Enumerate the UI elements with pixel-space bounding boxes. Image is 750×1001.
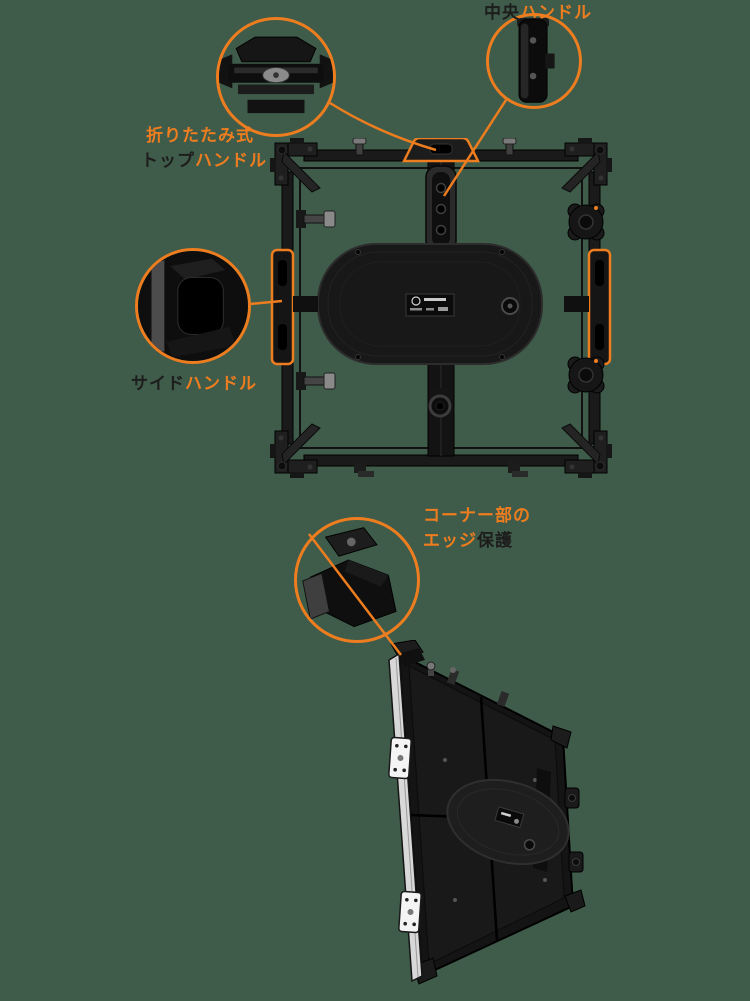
corner-bracket (561, 423, 612, 478)
callout-corner-edge (294, 517, 420, 643)
label-corner-edge-line2-dark: 保護 (477, 531, 513, 551)
label-corner-edge-line1: コーナー部の (423, 504, 531, 529)
label-side-handle-dark: サイド (131, 374, 185, 394)
locking-pin (296, 372, 336, 390)
label-side-handle: サイドハンドル (131, 372, 257, 397)
corner-edge-closeup (302, 527, 397, 628)
edge-plate (398, 890, 422, 934)
corner-bracket (270, 423, 321, 478)
rear-panel-illustration (270, 138, 612, 478)
label-corner-edge-line2-accent: エッジ (423, 531, 477, 551)
corner-bracket (561, 138, 612, 193)
label-center-handle-dark: 中央 (484, 3, 520, 23)
front-edge-strip (388, 652, 423, 983)
rotary-lock (567, 356, 605, 394)
label-top-handle-line2-accent: ハンドル (195, 151, 267, 171)
label-top-handle-line1-accent: 折りたたみ式 (146, 126, 254, 146)
callout-side-handle (135, 248, 251, 364)
side-rail-right (564, 248, 612, 366)
electronics-enclosure-side (446, 778, 570, 866)
electronics-enclosure (317, 243, 543, 365)
top-handle-closeup (219, 36, 333, 114)
label-top-handle-line1: 折りたたみ式 (146, 124, 267, 149)
locking-pin (296, 210, 336, 228)
label-top-handle-line2-dark: トップ (141, 151, 195, 171)
side-handle-closeup (138, 251, 248, 361)
rotary-lock (567, 203, 605, 241)
callout-center-handle (486, 13, 582, 109)
top-handle-bracket (401, 138, 481, 163)
label-corner-edge: コーナー部の エッジ保護 (423, 504, 531, 554)
right-edge-brackets (564, 787, 586, 913)
center-handle-closeup (517, 17, 555, 103)
nameplate (405, 293, 455, 317)
label-corner-edge-line1-accent: コーナー部の (423, 506, 531, 526)
side-rail-left (270, 248, 318, 366)
bottom-clamp (354, 461, 528, 477)
label-center-handle-accent: ハンドル (520, 3, 592, 23)
corner-bracket (270, 138, 321, 193)
callout-top-handle (216, 17, 336, 137)
hanging-ring (428, 388, 452, 418)
power-button (501, 297, 519, 315)
label-top-handle-line2: トップハンドル (141, 149, 267, 174)
side-panel-illustration (388, 640, 586, 985)
label-center-handle: 中央ハンドル (484, 1, 592, 26)
edge-plate (388, 736, 412, 780)
label-top-handle: 折りたたみ式 トップハンドル (141, 124, 267, 174)
label-side-handle-accent: ハンドル (185, 374, 257, 394)
center-handle (425, 165, 457, 253)
label-corner-edge-line2: エッジ保護 (423, 529, 531, 554)
